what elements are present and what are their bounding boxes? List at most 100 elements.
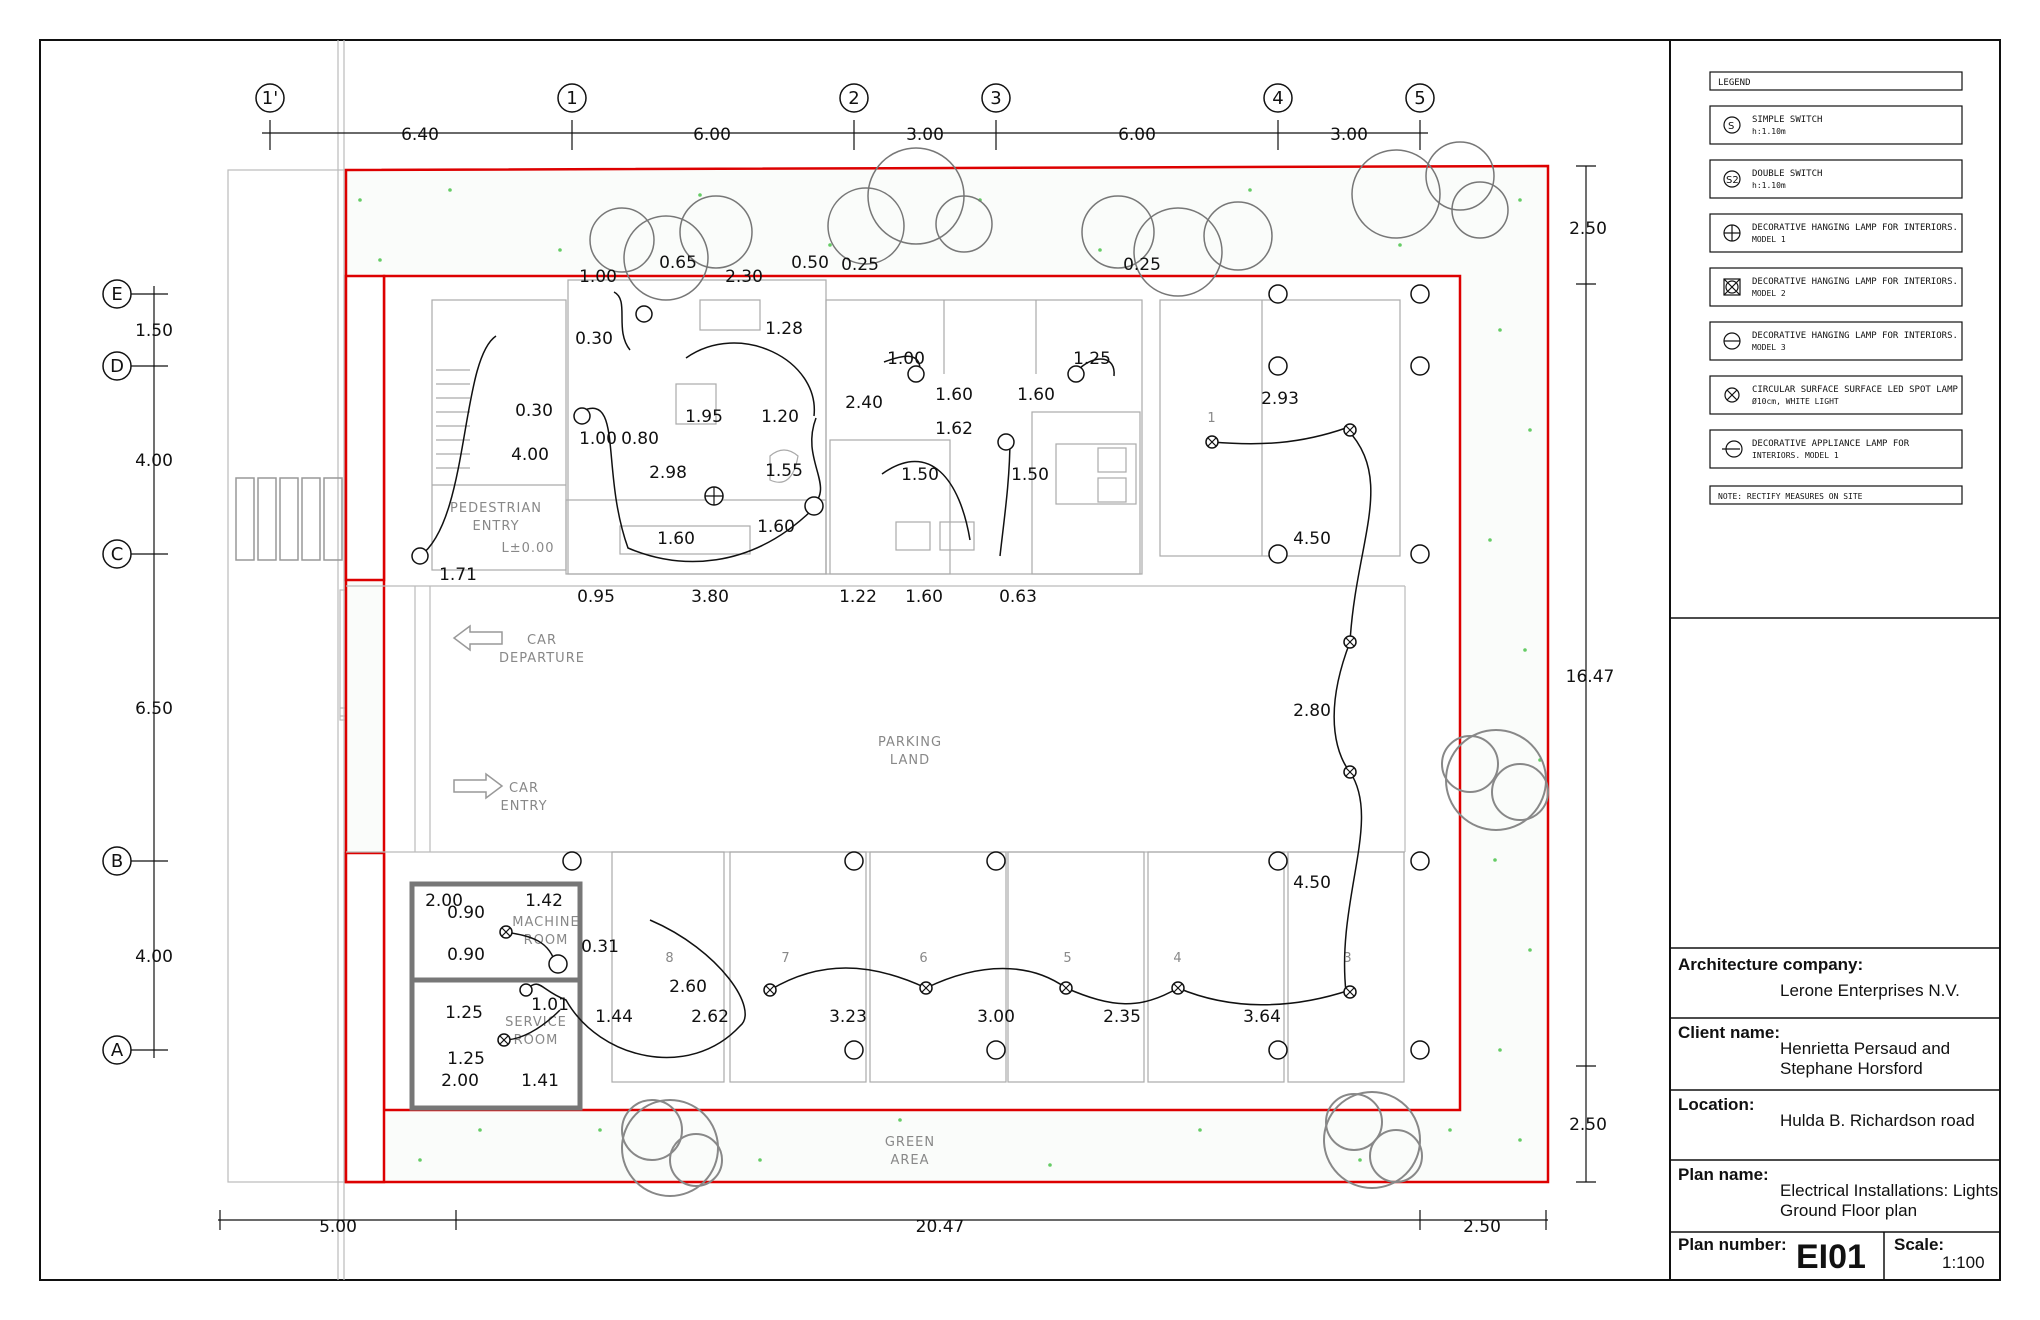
room-car-entry-2: ENTRY [500, 799, 547, 814]
grid-col-4: 4 [1272, 88, 1283, 109]
dim-090b: 0.90 [447, 945, 485, 965]
right-dim-2: 16.47 [1566, 667, 1615, 687]
dim-160c: 1.60 [657, 529, 695, 549]
stall-7: 7 [781, 951, 790, 966]
grid-row-b: B [111, 851, 123, 872]
legend-sub-7: INTERIORS. MODEL 1 [1752, 451, 1839, 460]
dim-200b: 2.00 [441, 1071, 479, 1091]
legend-sub-1: h:1.10m [1752, 127, 1786, 136]
double-switch-icon: S2 [1723, 170, 1741, 188]
dim-125b: 1.25 [445, 1003, 483, 1023]
stall-4: 4 [1173, 951, 1182, 966]
client-label: Client name: [1678, 1023, 1780, 1042]
led-spot-lamp-icon [1724, 387, 1740, 403]
room-service-2: ROOM [514, 1033, 559, 1048]
grid-row-a: A [111, 1040, 124, 1061]
room-parking-1: PARKING [878, 735, 942, 750]
left-dim-2: 4.00 [135, 451, 173, 471]
dim-090a: 0.90 [447, 903, 485, 923]
dim-025a: 0.25 [841, 255, 879, 275]
room-pedestrian-1: PEDESTRIAN [450, 501, 542, 516]
dim-122: 1.22 [839, 587, 877, 607]
simple-switch-icon: S [1723, 116, 1741, 134]
dim-150b: 1.50 [1011, 465, 1049, 485]
dim-230: 2.30 [725, 267, 763, 287]
room-car-entry-1: CAR [509, 781, 539, 796]
location: Hulda B. Richardson road [1780, 1111, 1975, 1130]
dim-200a: 2.00 [425, 891, 463, 911]
room-car-departure-1: CAR [527, 633, 557, 648]
legend-label-1: SIMPLE SWITCH [1752, 115, 1822, 125]
hanging-lamp-model-1-icon [1723, 224, 1741, 242]
hanging-lamp-model-3-icon [1723, 332, 1741, 350]
grid-col-1p: 1' [262, 88, 278, 109]
left-dim-1: 1.50 [135, 321, 173, 341]
svg-text:S: S [1728, 121, 1734, 132]
plan-number-label: Plan number: [1678, 1235, 1787, 1254]
dim-050: 0.50 [791, 253, 829, 273]
dim-030b: 0.30 [515, 401, 553, 421]
legend-item-double-switch: S2 DOUBLE SWITCH h:1.10m [1709, 159, 1963, 199]
dim-142: 1.42 [525, 891, 563, 911]
scale: 1:100 [1942, 1253, 1985, 1272]
top-dim-4: 6.00 [1118, 125, 1156, 145]
dim-100c: 1.00 [579, 429, 617, 449]
stall-3: 3 [1343, 951, 1352, 966]
legend-note: NOTE: RECTIFY MEASURES ON SITE [1718, 492, 1863, 501]
room-green-1: GREEN [885, 1135, 935, 1150]
dim-300: 3.00 [977, 1007, 1015, 1027]
grid-row-c: C [111, 544, 124, 565]
room-machine-1: MACHINE [512, 915, 580, 930]
legend-label-6: CIRCULAR SURFACE SURFACE LED SPOT LAMP [1752, 385, 1958, 395]
grid-col-2: 2 [848, 88, 859, 109]
room-parking-2: LAND [890, 753, 930, 768]
stall-6: 6 [919, 951, 928, 966]
dim-155: 1.55 [765, 461, 803, 481]
dim-125c: 1.25 [447, 1049, 485, 1069]
dim-162: 1.62 [935, 419, 973, 439]
top-dim-1: 6.40 [401, 125, 439, 145]
grid-row-d: D [110, 356, 124, 377]
stall-1: 1 [1207, 411, 1216, 426]
legend-label-4: DECORATIVE HANGING LAMP FOR INTERIORS. [1752, 277, 1958, 287]
dim-450a: 4.50 [1293, 529, 1331, 549]
room-service-1: SERVICE [505, 1015, 567, 1030]
dim-065: 0.65 [659, 253, 697, 273]
dim-323: 3.23 [829, 1007, 867, 1027]
dim-100b: 1.00 [887, 349, 925, 369]
legend-sub-3: MODEL 1 [1752, 235, 1786, 244]
room-car-departure-2: DEPARTURE [499, 651, 585, 666]
room-machine-2: ROOM [524, 933, 569, 948]
dim-240: 2.40 [845, 393, 883, 413]
architecture-company-label: Architecture company: [1678, 955, 1863, 974]
bottom-dim-3: 2.50 [1463, 1217, 1501, 1237]
plan-number: EI01 [1796, 1238, 1866, 1276]
dim-031: 0.31 [581, 937, 619, 957]
dim-144: 1.44 [595, 1007, 633, 1027]
grid-col-5: 5 [1414, 88, 1425, 109]
dim-293: 2.93 [1261, 389, 1299, 409]
dim-095: 0.95 [577, 587, 615, 607]
location-label: Location: [1678, 1095, 1755, 1114]
dim-380: 3.80 [691, 587, 729, 607]
plan-name-label: Plan name: [1678, 1165, 1769, 1184]
legend: LEGEND S SIMPLE SWITCH h:1.10m S2 DOUBLE… [1709, 71, 1963, 505]
room-green-2: AREA [890, 1153, 929, 1168]
title-block: Architecture company: Lerone Enterprises… [1670, 947, 2000, 1280]
appliance-lamp-icon [1722, 440, 1743, 458]
dim-364: 3.64 [1243, 1007, 1281, 1027]
legend-sub-2: h:1.10m [1752, 181, 1786, 190]
legend-label-5: DECORATIVE HANGING LAMP FOR INTERIORS. [1752, 331, 1958, 341]
left-dim-3: 6.50 [135, 699, 173, 719]
dim-450b: 4.50 [1293, 873, 1331, 893]
dim-063: 0.63 [999, 587, 1037, 607]
top-dim-2: 6.00 [693, 125, 731, 145]
architecture-company: Lerone Enterprises N.V. [1780, 981, 1960, 1000]
dim-101: 1.01 [531, 995, 569, 1015]
room-level: L±0.00 [501, 541, 554, 556]
legend-label-3: DECORATIVE HANGING LAMP FOR INTERIORS. [1752, 223, 1958, 233]
right-dim-1: 2.50 [1569, 219, 1607, 239]
plan-name-line-1: Electrical Installations: Lights [1780, 1181, 1998, 1200]
legend-label-2: DOUBLE SWITCH [1752, 169, 1822, 179]
